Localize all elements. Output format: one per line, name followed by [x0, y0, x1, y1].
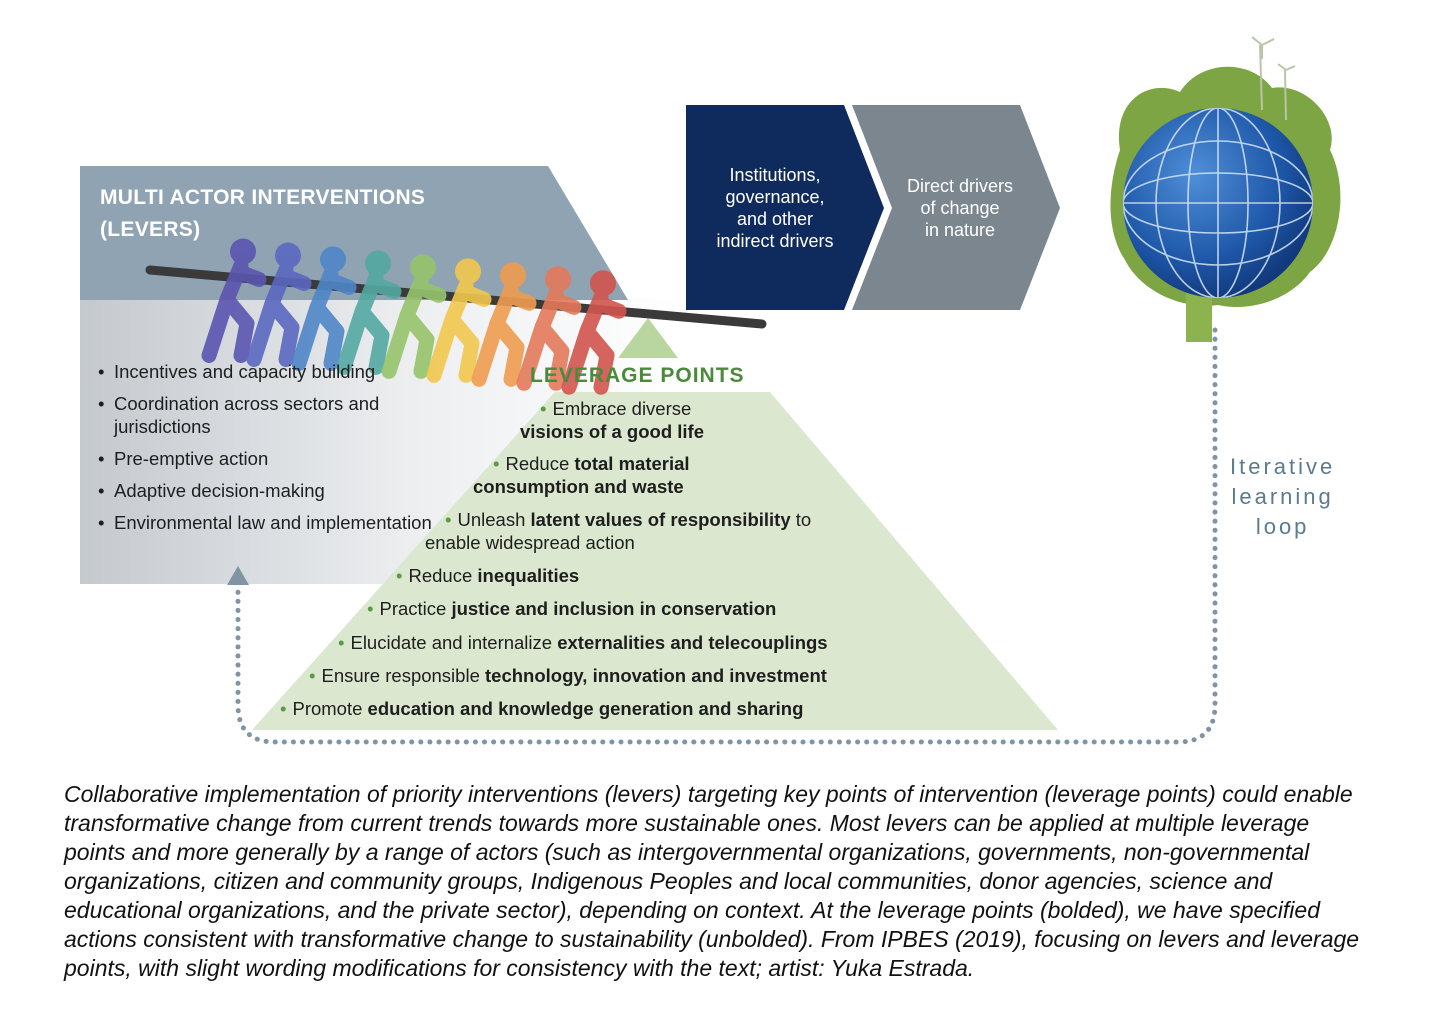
figure-icon: [201, 238, 267, 363]
figure-icon: [291, 246, 357, 371]
lp-text: Promote: [292, 698, 363, 719]
figure-icon: [336, 250, 402, 375]
leverage-points-title: LEVERAGE POINTS: [530, 364, 745, 387]
fulcrum: [618, 318, 678, 358]
bullet-icon: •: [493, 453, 500, 474]
leverage-point: •Promote education and knowledge generat…: [280, 697, 803, 720]
levers-title: MULTI ACTOR INTERVENTIONS (LEVERS): [100, 182, 425, 246]
direct-drivers-label: Direct drivers of change in nature: [880, 175, 1040, 241]
globe-icon: [1110, 36, 1341, 342]
lp-bold: latent values of responsibility: [530, 509, 791, 530]
bullet-icon: •: [309, 665, 316, 686]
lp-text: Embrace diverse: [552, 398, 692, 419]
leverage-pyramid: [252, 392, 1058, 730]
direct-line: of change: [920, 198, 1000, 218]
leverage-point: •Embrace diverse visions of a good life: [520, 397, 704, 443]
learning-loop-label: Iterative learning loop: [1230, 452, 1335, 542]
indirect-line: governance,: [725, 187, 825, 207]
lp-text: Ensure responsible: [321, 665, 480, 686]
diagram: MULTI ACTOR INTERVENTIONS (LEVERS) Incen…: [0, 0, 1430, 760]
lp-bold: technology, innovation and investment: [485, 665, 827, 686]
lp-bold: externalities and telecouplings: [557, 632, 828, 653]
bullet-icon: •: [280, 698, 287, 719]
figure-icon: [516, 266, 582, 391]
leverage-point: •Ensure responsible technology, innovati…: [309, 664, 827, 687]
loop-line: Iterative: [1230, 454, 1336, 479]
leverage-point: •Elucidate and internalize externalities…: [338, 631, 828, 654]
indirect-line: and other: [736, 209, 814, 229]
lp-bold: inequalities: [477, 565, 580, 586]
figure-icon: [561, 270, 627, 395]
bullet-icon: •: [445, 509, 452, 530]
learning-loop-path: [235, 327, 1218, 745]
lp-text: Reduce: [408, 565, 473, 586]
lp-bold-part: consumption and waste: [473, 476, 684, 497]
levers-list: Incentives and capacity building Coordin…: [98, 360, 454, 543]
lever-item: Coordination across sectors and jurisdic…: [98, 392, 454, 438]
figure-caption: Collaborative implementation of priority…: [64, 781, 1360, 981]
lp-text: enable widespread action: [425, 532, 635, 553]
bullet-icon: •: [367, 598, 374, 619]
bullet-icon: •: [540, 398, 547, 419]
indirect-line: indirect drivers: [716, 231, 834, 251]
figure-icon: [471, 262, 537, 387]
lp-bold-part: total material: [574, 453, 690, 474]
levers-header: [80, 166, 628, 300]
lp-bold: visions of a good life: [520, 421, 704, 442]
direct-line: Direct drivers: [906, 176, 1013, 196]
levers-title-line2: (LEVERS): [100, 218, 201, 241]
loop-line: learning: [1231, 484, 1334, 509]
lp-text: Reduce: [505, 453, 570, 474]
lp-text: Elucidate and internalize: [350, 632, 553, 653]
lever-item: Pre-emptive action: [98, 447, 454, 470]
direct-drivers-box: [852, 105, 1060, 310]
leverage-point: •Unleash latent values of responsibility…: [425, 508, 811, 554]
bullet-icon: •: [396, 565, 403, 586]
lp-text: to: [795, 509, 812, 530]
indirect-line: Institutions,: [729, 165, 821, 185]
lever-item: Environmental law and implementation: [98, 511, 454, 534]
bullet-icon: •: [338, 632, 345, 653]
leverage-point: •Reduce total material consumption and w…: [473, 452, 690, 498]
figure-icon: [246, 242, 312, 367]
indirect-drivers-box: [686, 105, 884, 310]
lever-item: Incentives and capacity building: [98, 360, 454, 383]
diagram-graphics: [80, 36, 1341, 745]
lp-text: Practice: [379, 598, 447, 619]
loop-arrow-head: [227, 566, 249, 585]
figure-icon: [426, 258, 492, 383]
direct-line: in nature: [924, 220, 996, 240]
indirect-drivers-label: Institutions, governance, and other indi…: [686, 164, 864, 252]
levers-title-line1: MULTI ACTOR INTERVENTIONS: [100, 186, 426, 209]
lp-bold: justice and inclusion in conservation: [451, 598, 777, 619]
lp-text: Unleash: [457, 509, 526, 530]
lever-item: Adaptive decision-making: [98, 479, 454, 502]
lp-bold: education and knowledge generation and s…: [367, 698, 804, 719]
leverage-point: •Reduce inequalities: [396, 564, 579, 587]
leverage-point: •Practice justice and inclusion in conse…: [367, 597, 776, 620]
loop-line: loop: [1255, 514, 1310, 539]
